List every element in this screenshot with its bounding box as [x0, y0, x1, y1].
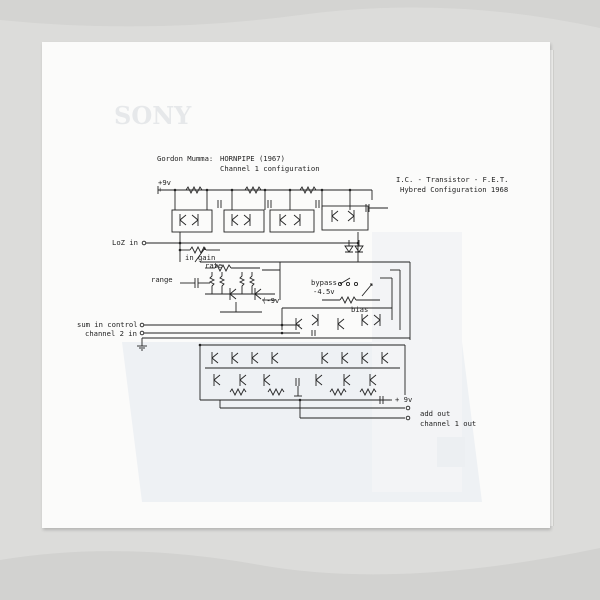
note-line-1: I.C. - Transistor - F.E.T. [396, 175, 509, 184]
label-loz-in: LoZ in [112, 238, 138, 247]
label-minus45v: -4.5v [313, 287, 335, 296]
composer-label: Gordon Mumma: [157, 154, 214, 163]
label-plus-top: + [158, 185, 163, 194]
showthrough-brand: SONY [114, 101, 192, 130]
show-through-layer: SONY [114, 101, 482, 502]
sheet-edge [548, 50, 554, 526]
label-add-out: add out [420, 409, 451, 418]
note-line-2: Hybred Configuration 1968 [400, 185, 509, 194]
label-in-gain: in gain [185, 253, 216, 262]
label-bypass: bypass [311, 278, 337, 287]
label-rate: rate [205, 261, 223, 270]
label-plus9v-top: +9v [158, 178, 171, 187]
label-sum-in-control: sum in control [77, 320, 138, 329]
piece-title: HORNPIPE (1967) [220, 154, 285, 163]
label-plus9v-bottom: + 9v [395, 395, 413, 404]
label-minus9v: (-9v [262, 296, 280, 305]
piece-subtitle: Channel 1 configuration [220, 164, 320, 173]
schematic-sheet: SONY [42, 42, 550, 528]
label-bias: bias [351, 305, 369, 314]
label-range: range [151, 275, 173, 284]
label-channel1-out: channel 1 out [420, 419, 477, 428]
label-channel2-in: channel 2 in [85, 329, 137, 338]
